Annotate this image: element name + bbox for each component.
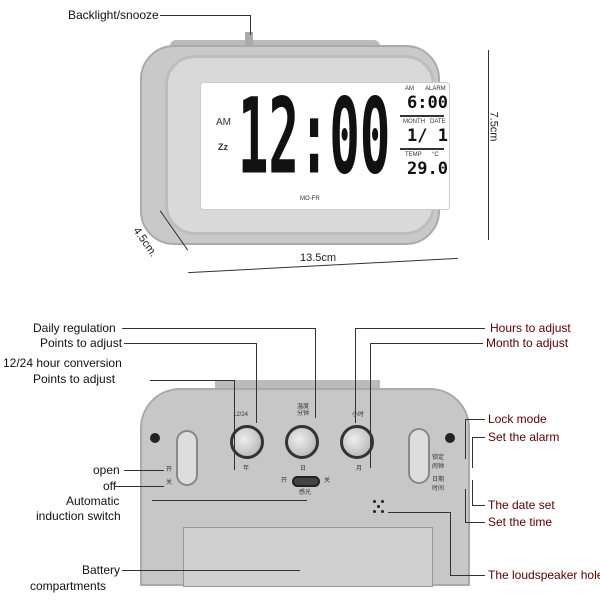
alarm-label: ALARM: [425, 86, 446, 92]
temp-value: 29.0: [407, 159, 448, 179]
temp-unit: °C: [432, 152, 439, 158]
time-cn: 时间: [432, 486, 445, 492]
callout-points-adjust-1: Points to adjust: [40, 336, 123, 350]
snooze-bar[interactable]: [245, 32, 253, 46]
speaker-hole-dot: [373, 510, 376, 513]
btn2-label: 温度 分钟: [297, 404, 310, 417]
speaker-hole-dot: [381, 510, 384, 513]
callout-points-adjust-2: Points to adjust: [33, 372, 116, 386]
callout-set-alarm: Set the alarm: [488, 430, 560, 444]
callout-hours: Hours to adjust: [490, 321, 571, 335]
callout-leader-line: [450, 575, 485, 576]
callout-leader-line: [315, 328, 316, 418]
callout-leader-line: [465, 419, 466, 459]
speaker-hole-dot: [381, 500, 384, 503]
callout-leader-line: [465, 419, 485, 420]
callout-month: Month to adjust: [486, 336, 569, 350]
mode-switch-right[interactable]: [408, 428, 430, 484]
off-label-cn: 关: [166, 480, 173, 486]
weekday-indicator: MO-FR: [300, 196, 320, 202]
clock-back-top: [215, 380, 380, 390]
lcd-display: [200, 82, 450, 210]
button-hour[interactable]: [340, 425, 374, 459]
btn1-label: 12/24: [233, 412, 249, 418]
alarm-am-label: AM: [405, 86, 414, 92]
speaker-hole-dot: [377, 505, 380, 508]
hanging-hole: [150, 433, 160, 443]
callout-leader-line: [124, 343, 256, 344]
btn3-label: 小时: [352, 412, 365, 418]
light-sensor-switch[interactable]: [292, 476, 320, 487]
callout-backlight: Backlight/snooze: [68, 8, 159, 22]
callout-leader-line: [388, 512, 450, 513]
callout-leader-line: [124, 470, 164, 471]
callout-leader-line: [465, 489, 466, 522]
callout-leader-line: [234, 380, 235, 470]
date-value: 1/ 1: [407, 126, 448, 146]
height-dimension: 7.5cm: [487, 111, 500, 142]
callout-leader-line: [355, 328, 485, 329]
alarm-cn: 闹钟: [432, 464, 445, 470]
callout-battery: Battery: [82, 563, 121, 577]
speaker-hole-dot: [373, 500, 376, 503]
callout-set-time: Set the time: [488, 515, 553, 529]
year-label: 年: [243, 466, 250, 472]
callout-lock-mode: Lock mode: [488, 412, 547, 426]
button-temp-minute[interactable]: [285, 425, 319, 459]
callout-leader-line: [472, 480, 473, 505]
callout-leader-line: [400, 115, 444, 117]
width-dimension: 13.5cm: [300, 252, 337, 264]
callout-leader-line: [400, 148, 444, 150]
main-time: 12:00: [238, 75, 391, 198]
sensor-label-cn: 感光: [299, 490, 312, 496]
callout-leader-line: [150, 380, 234, 381]
snooze-indicator: Zz: [218, 142, 228, 152]
callout-leader-line: [450, 512, 451, 575]
month-label: MONTH: [403, 119, 425, 125]
callout-leader-line: [122, 328, 315, 329]
callout-induction-switch: induction switch: [36, 509, 121, 523]
month-label-cn: 月: [356, 466, 363, 472]
speaker-holes: [372, 500, 386, 514]
day-label: 日: [300, 466, 307, 472]
callout-leader-line: [355, 328, 356, 423]
on-label-cn: 开: [166, 467, 173, 473]
callout-leader-line: [370, 343, 483, 344]
temp-label: TEMP: [405, 152, 422, 158]
callout-leader-line: [152, 500, 307, 501]
callout-leader-line: [370, 343, 371, 468]
callout-speaker: The loudspeaker hole: [488, 568, 600, 582]
callout-open: open: [93, 463, 120, 477]
sensor-off-cn: 关: [324, 478, 331, 484]
date-cn: 日期: [432, 477, 445, 483]
callout-leader-line: [122, 570, 300, 571]
battery-compartment[interactable]: [183, 527, 433, 587]
callout-leader-line: [160, 15, 250, 16]
callout-date-set: The date set: [488, 498, 555, 512]
date-label: DATE: [430, 119, 446, 125]
callout-automatic: Automatic: [66, 494, 120, 508]
backlight-switch-left[interactable]: [176, 430, 198, 486]
callout-leader-line: [472, 437, 485, 438]
callout-leader-line: [256, 343, 257, 423]
callout-off: off: [103, 479, 117, 493]
callout-leader-line: [250, 15, 251, 35]
hanging-hole: [445, 433, 455, 443]
callout-daily-regulation: Daily regulation: [33, 321, 116, 335]
callout-12-24: 12/24 hour conversion: [3, 356, 122, 370]
callout-leader-line: [488, 50, 489, 240]
callout-leader-line: [472, 505, 485, 506]
callout-compartments: compartments: [30, 579, 107, 593]
callout-leader-line: [465, 522, 485, 523]
button-12-24[interactable]: [230, 425, 264, 459]
callout-leader-line: [114, 486, 164, 487]
am-indicator: AM: [216, 117, 231, 128]
callout-leader-line: [472, 437, 473, 468]
alarm-time: 6:00: [407, 93, 448, 113]
lock-cn: 锁定: [432, 455, 445, 461]
sensor-on-cn: 开: [281, 478, 288, 484]
